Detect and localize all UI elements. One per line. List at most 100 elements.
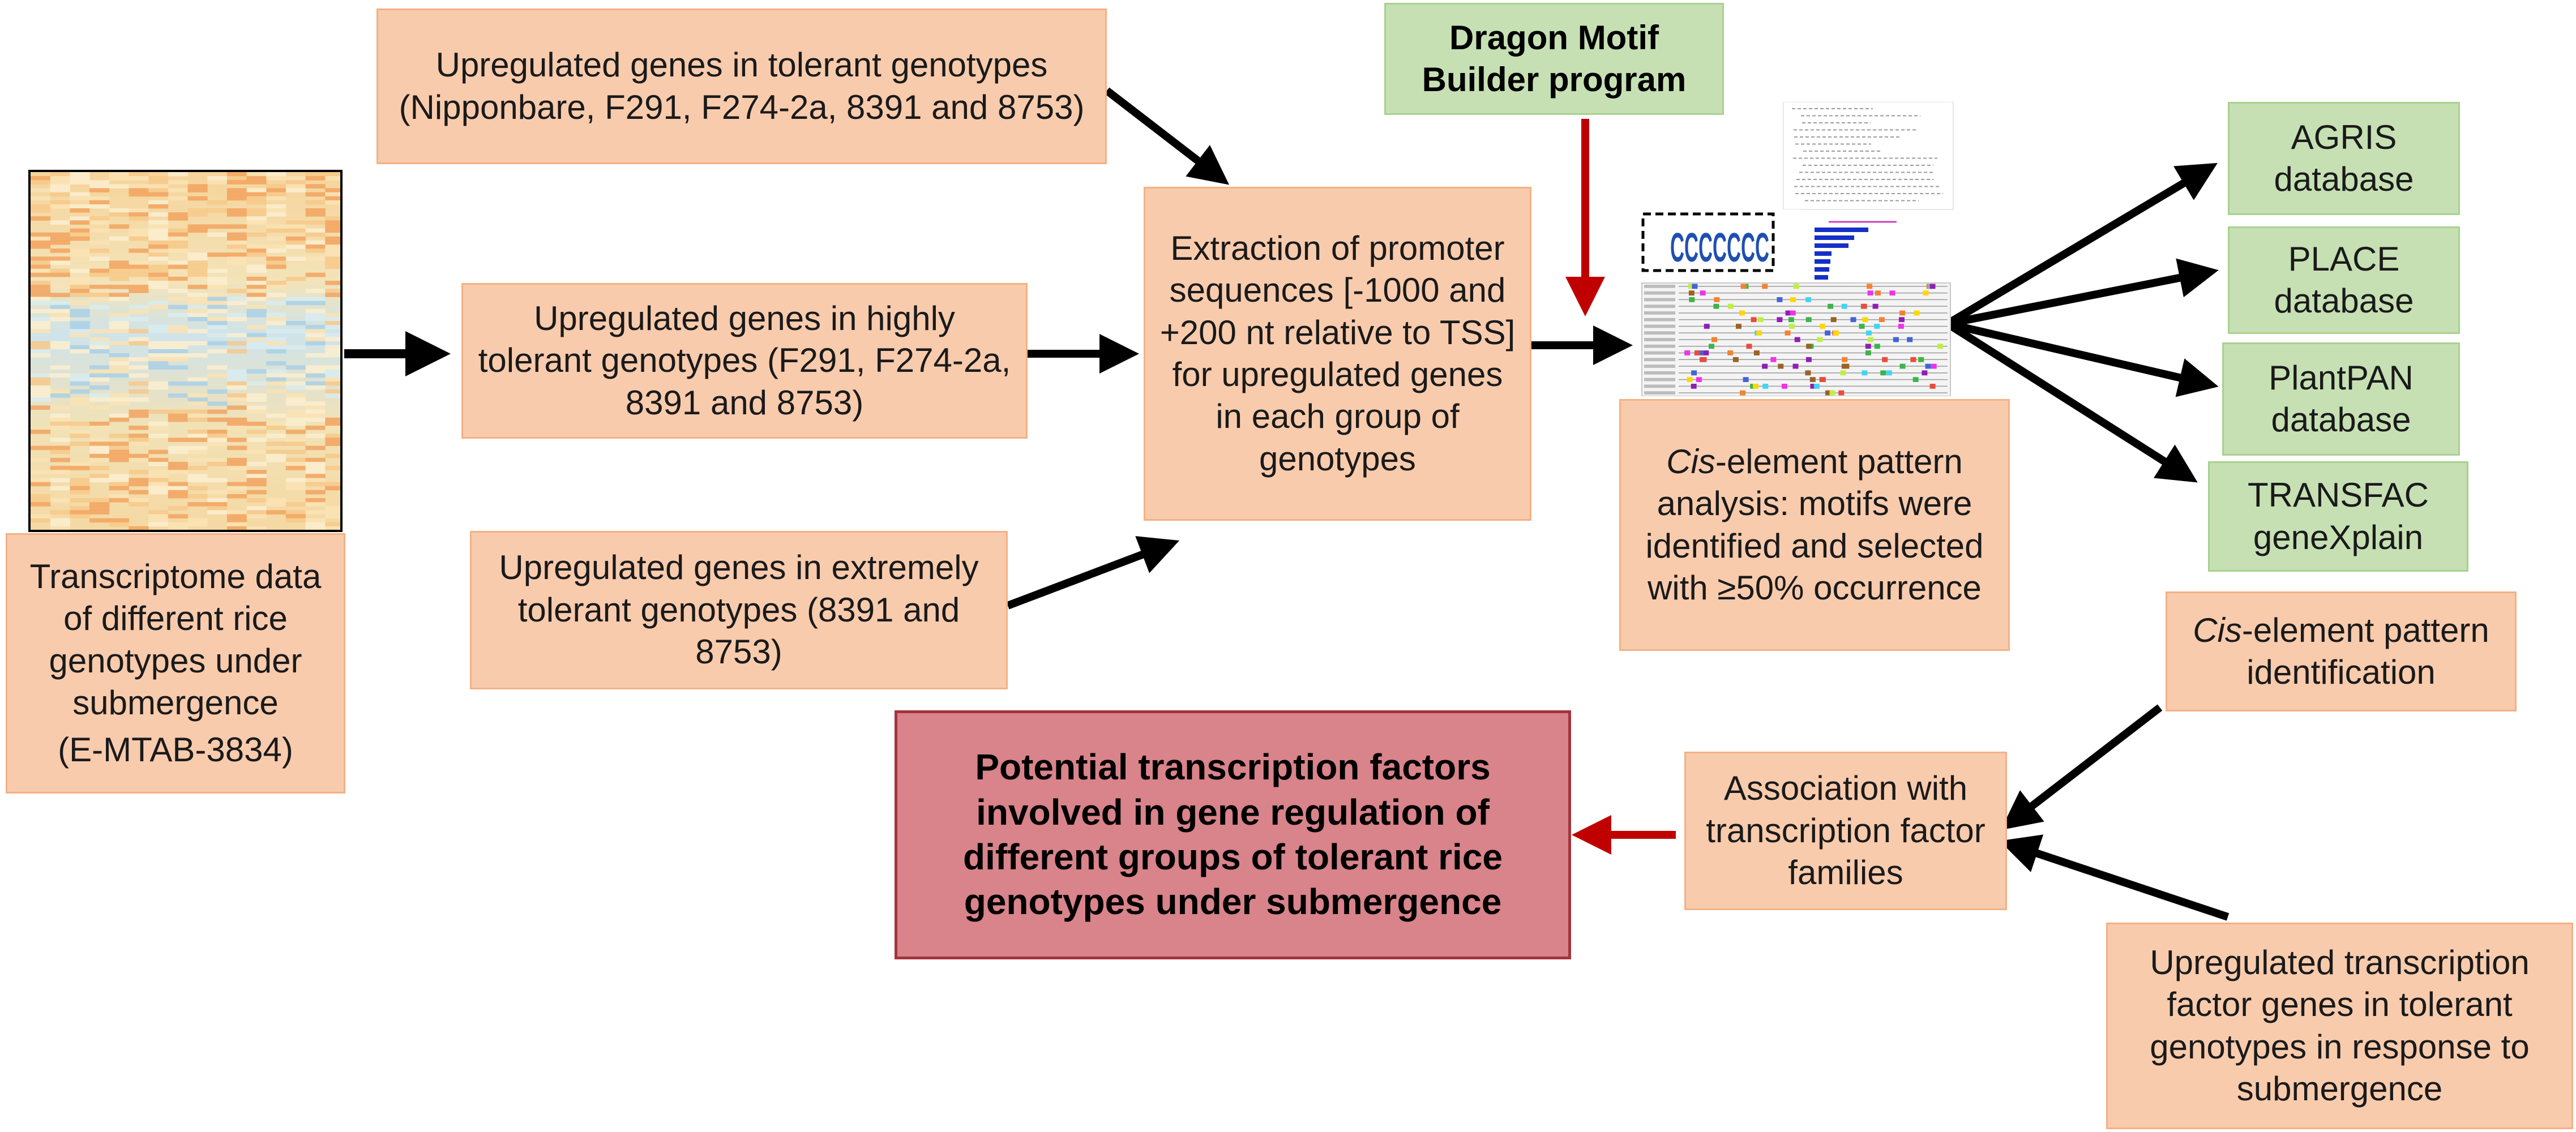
heatmap-cell bbox=[168, 325, 188, 329]
heatmap-cell bbox=[168, 353, 188, 358]
heatmap-cell bbox=[109, 321, 129, 325]
heatmap-cell bbox=[109, 341, 129, 346]
motif-site bbox=[1875, 290, 1881, 296]
heatmap-cell bbox=[226, 510, 247, 514]
heatmap-cell bbox=[325, 389, 340, 394]
heatmap-cell bbox=[305, 518, 326, 523]
heatmap-cell bbox=[50, 393, 70, 398]
heatmap-cell bbox=[89, 498, 110, 503]
heatmap-cell bbox=[285, 502, 306, 507]
heatmap-cell bbox=[187, 438, 208, 442]
motif-site bbox=[1704, 324, 1710, 329]
heatmap-cell bbox=[325, 248, 340, 253]
heatmap-cell bbox=[285, 236, 306, 241]
heatmap-cell bbox=[168, 449, 188, 454]
promoter-extraction-label: Extraction of promoter sequences [-1000 … bbox=[1159, 229, 1516, 478]
heatmap-cell bbox=[325, 252, 340, 257]
heatmap-cell bbox=[168, 526, 188, 530]
motif-site bbox=[1793, 284, 1799, 289]
motif-site bbox=[1688, 284, 1694, 289]
motif-site bbox=[1937, 344, 1943, 349]
heatmap-cell bbox=[207, 506, 228, 511]
heatmap-cell bbox=[305, 522, 326, 527]
heatmap-cell bbox=[89, 289, 110, 293]
heatmap-cell bbox=[89, 518, 110, 523]
heatmap-cell bbox=[207, 409, 228, 414]
plantpan-database-label: PlantPAN database bbox=[2269, 358, 2414, 439]
heatmap-cell bbox=[50, 413, 70, 418]
heatmap-cell bbox=[325, 236, 340, 241]
heatmap-cell bbox=[109, 369, 129, 374]
motif-row-label bbox=[1644, 338, 1675, 341]
heatmap-cell bbox=[129, 498, 149, 503]
heatmap-cell bbox=[89, 438, 110, 442]
heatmap-cell bbox=[266, 449, 286, 454]
heatmap-cell bbox=[266, 196, 286, 201]
heatmap-cell bbox=[89, 385, 110, 390]
heatmap-cell bbox=[31, 373, 51, 378]
heatmap-cell bbox=[148, 240, 169, 245]
heatmap-cell bbox=[226, 240, 247, 245]
heatmap-cell bbox=[31, 260, 51, 265]
heatmap-cell bbox=[168, 180, 188, 185]
heatmap-cell bbox=[325, 377, 340, 382]
heatmap-cell bbox=[89, 188, 110, 192]
heatmap-cell bbox=[266, 434, 286, 438]
heatmap-cell bbox=[285, 430, 306, 434]
heatmap-cell bbox=[226, 289, 247, 293]
heatmap-cell bbox=[207, 502, 228, 507]
cis-italic: Cis bbox=[1666, 442, 1715, 481]
heatmap-cell bbox=[246, 220, 267, 225]
motif-site bbox=[1810, 384, 1816, 389]
association-tf-families-box: Association with transcription factor fa… bbox=[1684, 752, 2007, 910]
heatmap-cell bbox=[50, 256, 70, 261]
heatmap-cell bbox=[187, 208, 208, 213]
heatmap-cell bbox=[285, 393, 306, 398]
motif-site bbox=[1923, 290, 1929, 296]
tolerant-genotypes-box: Upregulated genes in tolerant genotypes … bbox=[376, 8, 1107, 164]
heatmap-cell bbox=[285, 176, 306, 181]
heatmap-cell bbox=[305, 337, 326, 342]
heatmap-cell bbox=[226, 405, 247, 410]
heatmap-cell bbox=[50, 417, 70, 422]
heatmap-cell bbox=[50, 301, 70, 306]
heatmap-cell bbox=[31, 240, 51, 245]
heatmap-cell bbox=[129, 305, 149, 310]
heatmap-cell bbox=[70, 441, 90, 446]
heatmap-cell bbox=[187, 417, 208, 422]
heatmap-cell bbox=[70, 466, 90, 470]
motif-bar bbox=[1815, 251, 1832, 256]
heatmap-cell bbox=[89, 256, 110, 261]
heatmap-cell bbox=[187, 494, 208, 499]
heatmap-cell bbox=[89, 293, 110, 297]
motif-site bbox=[1762, 363, 1768, 369]
heatmap-cell bbox=[50, 426, 70, 430]
heatmap-cell bbox=[285, 441, 306, 446]
heatmap-cell bbox=[109, 530, 129, 532]
heatmap-cell bbox=[148, 426, 169, 430]
motif-site bbox=[1713, 303, 1719, 309]
heatmap-cell bbox=[168, 329, 188, 333]
heatmap-cell bbox=[148, 200, 169, 205]
heatmap-cell bbox=[187, 224, 208, 229]
heatmap-cell bbox=[226, 252, 247, 257]
motif-site bbox=[1865, 344, 1871, 349]
heatmap-cell bbox=[129, 264, 149, 269]
heatmap-cell bbox=[168, 413, 188, 418]
heatmap-cell bbox=[129, 373, 149, 378]
heatmap-cell bbox=[285, 466, 306, 470]
heatmap-cell bbox=[31, 478, 51, 482]
heatmap-cell bbox=[266, 317, 286, 321]
heatmap-cell bbox=[187, 188, 208, 192]
heatmap-cell bbox=[168, 345, 188, 350]
heatmap-cell bbox=[207, 373, 228, 378]
heatmap-cell bbox=[325, 426, 340, 430]
heatmap-cell bbox=[50, 389, 70, 394]
highly-tolerant-genotypes-label: Upregulated genes in highly tolerant gen… bbox=[478, 299, 1011, 422]
heatmap-cell bbox=[50, 172, 70, 177]
motif-site bbox=[1753, 384, 1758, 389]
heatmap-cell bbox=[31, 430, 51, 434]
heatmap-cell bbox=[168, 312, 188, 318]
heatmap-cell bbox=[207, 200, 228, 205]
heatmap-cell bbox=[70, 514, 90, 518]
